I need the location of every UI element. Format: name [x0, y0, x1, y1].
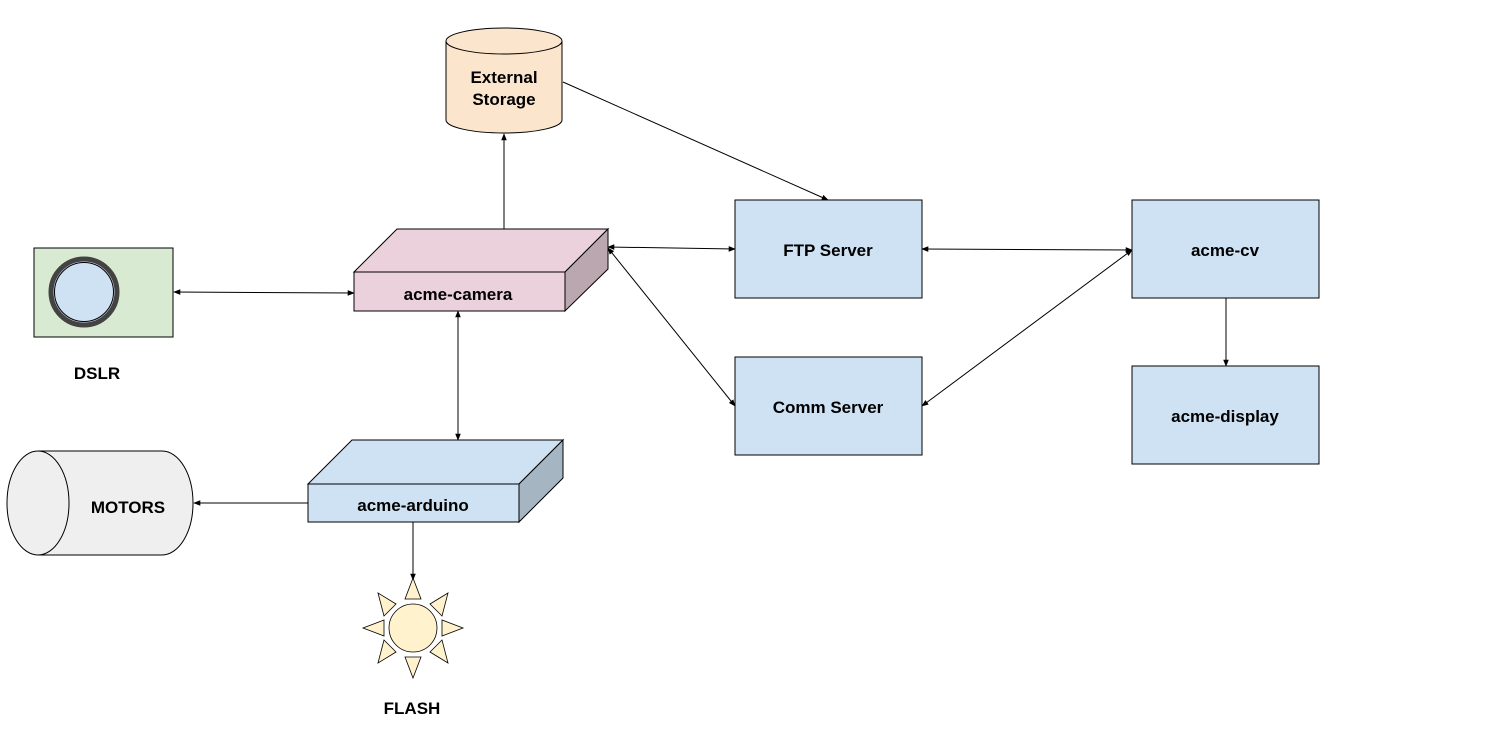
- storage-cylinder-top: [445, 27, 563, 55]
- motors-cylinder-body: [38, 450, 194, 556]
- arduino-box-top: [306, 439, 565, 485]
- dslr-node: DSLR: [33, 247, 174, 383]
- edge-ftp-cv: [921, 246, 1133, 253]
- edge-comm-cv: [921, 249, 1133, 407]
- camera-label: acme-camera: [404, 285, 513, 304]
- ftp-server-box: [734, 199, 923, 299]
- ftp-server-node: FTP Server: [734, 199, 923, 299]
- acme-camera-node: acme-camera: [352, 227, 610, 313]
- lens-icon: [48, 256, 120, 328]
- comm-server-node: Comm Server: [734, 356, 923, 456]
- camera-box-top: [352, 228, 610, 273]
- comm-server-box: [734, 356, 923, 456]
- storage-label-line2: Storage: [472, 90, 535, 109]
- lens-icon-inner-ring: [54, 262, 114, 322]
- acme-display-label: acme-display: [1171, 407, 1279, 426]
- edge-camera-comm: [607, 247, 736, 407]
- acme-cv-node: acme-cv: [1131, 199, 1320, 299]
- comm-server-label: Comm Server: [773, 398, 884, 417]
- edge-dslr-camera: [173, 289, 355, 296]
- edge-camera-ftp: [607, 244, 736, 252]
- edge-storage-to-ftp: [562, 81, 829, 201]
- acme-cv-box: [1131, 199, 1320, 299]
- acme-arduino-node: acme-arduino: [306, 438, 565, 524]
- acme-cv-label: acme-cv: [1191, 241, 1260, 260]
- arduino-box-front: [307, 483, 520, 523]
- flash-label: FLASH: [384, 699, 441, 718]
- arduino-label: acme-arduino: [357, 496, 468, 515]
- connectors: [173, 81, 1229, 581]
- sun-icon: [361, 576, 465, 680]
- motors-cylinder-end: [6, 450, 70, 556]
- motors-node: MOTORS: [6, 450, 194, 556]
- ftp-server-label: FTP Server: [783, 241, 873, 260]
- acme-display-box: [1131, 365, 1320, 465]
- storage-cylinder-body: [445, 41, 563, 134]
- camera-box-front: [353, 271, 566, 312]
- motors-label: MOTORS: [91, 498, 165, 517]
- external-storage-node: External Storage: [445, 27, 563, 134]
- acme-display-node: acme-display: [1131, 365, 1320, 465]
- dslr-label: DSLR: [74, 364, 120, 383]
- flash-node: FLASH: [361, 576, 465, 718]
- storage-label-line1: External: [470, 68, 537, 87]
